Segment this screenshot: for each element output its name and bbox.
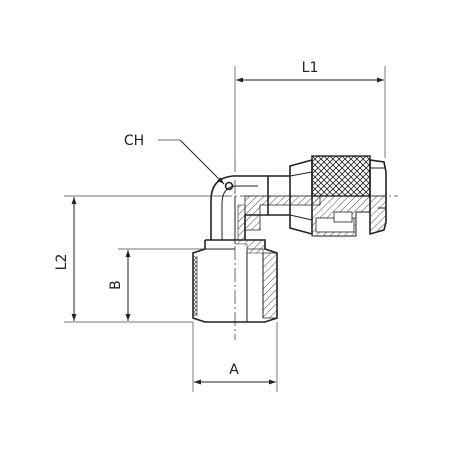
elbow-body <box>210 175 321 241</box>
dimension-b: B <box>108 248 205 321</box>
threaded-body <box>192 239 278 323</box>
label-l2: L2 <box>54 254 70 271</box>
label-l1: L1 <box>302 60 319 76</box>
center-lines <box>218 158 398 340</box>
dimension-a: A <box>192 322 278 392</box>
dimension-l1: L1 <box>234 60 386 158</box>
label-ch: CH <box>124 133 144 149</box>
label-b: B <box>108 280 124 290</box>
dimension-l2: L2 <box>54 195 218 323</box>
union-nut <box>289 155 387 237</box>
label-a: A <box>229 362 239 378</box>
pin-icon <box>224 181 234 191</box>
callout-ch: CH <box>124 133 225 185</box>
knurled-sleeve <box>311 155 371 197</box>
